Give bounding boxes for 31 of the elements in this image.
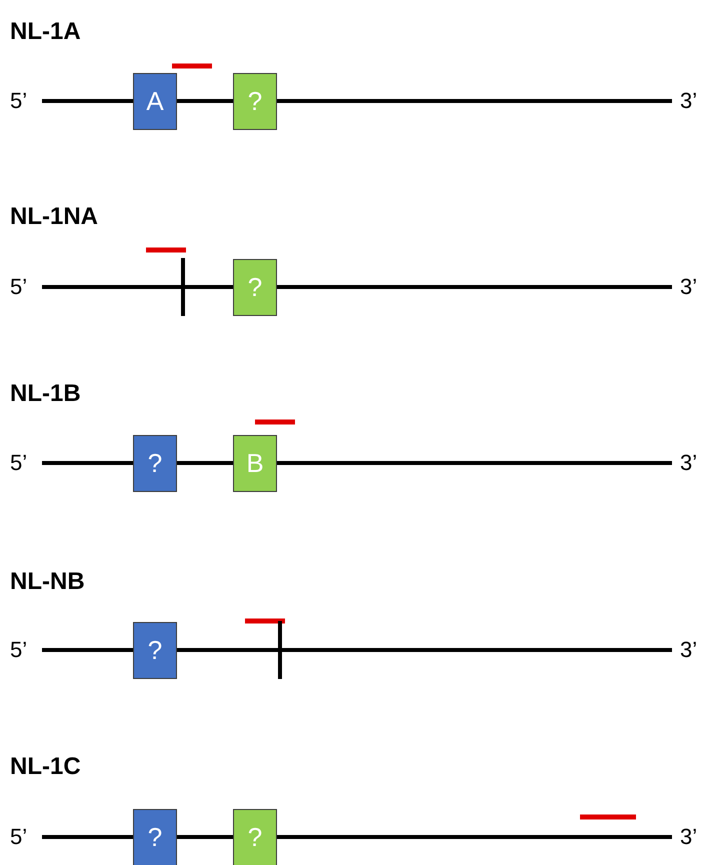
exon-box <box>233 259 277 316</box>
five-prime-label: 5’ <box>10 274 28 300</box>
exon-box <box>133 73 177 130</box>
exon-box <box>133 622 177 679</box>
exon-label: B <box>246 448 264 479</box>
five-prime-label: 5’ <box>10 824 28 850</box>
row-title: NL-1B <box>10 380 81 408</box>
exon-label: ? <box>248 822 262 853</box>
exon-label: ? <box>148 448 162 479</box>
five-prime-label: 5’ <box>10 88 28 114</box>
exon-label: ? <box>148 635 162 666</box>
row-title: NL-1NA <box>10 203 98 231</box>
three-prime-label: 3’ <box>680 637 698 663</box>
three-prime-label: 3’ <box>680 824 698 850</box>
exon-label: ? <box>248 272 262 303</box>
exon-label: A <box>146 86 164 117</box>
exon-box <box>133 809 177 865</box>
five-prime-label: 5’ <box>10 450 28 476</box>
five-prime-label: 5’ <box>10 637 28 663</box>
row-title: NL-1C <box>10 753 81 781</box>
exon-box <box>233 435 277 492</box>
exon-box <box>233 73 277 130</box>
three-prime-label: 3’ <box>680 88 698 114</box>
three-prime-label: 3’ <box>680 450 698 476</box>
exon-box <box>133 435 177 492</box>
three-prime-label: 3’ <box>680 274 698 300</box>
row-title: NL-1A <box>10 18 81 46</box>
row-title: NL-NB <box>10 568 85 596</box>
exon-label: ? <box>148 822 162 853</box>
exon-label: ? <box>248 86 262 117</box>
exon-box <box>233 809 277 865</box>
